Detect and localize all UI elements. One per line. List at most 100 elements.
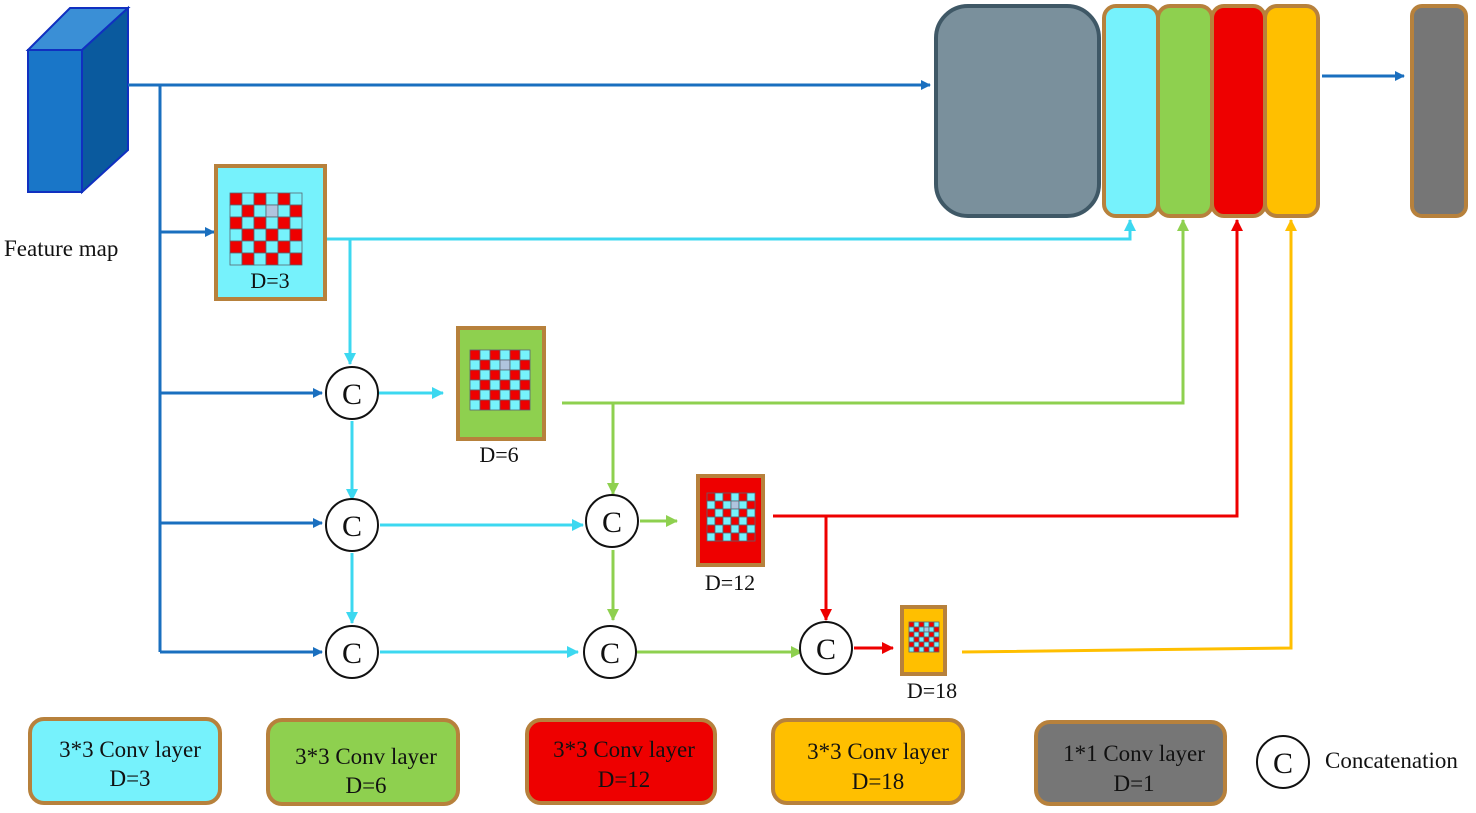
kernel-cell [479, 349, 491, 361]
kernel-cell [229, 216, 243, 230]
kernel-cell [913, 641, 920, 648]
kernel-cell [738, 524, 748, 534]
kernel-cell [289, 252, 303, 266]
cyan-connections [326, 219, 1136, 658]
kernel-cell [241, 252, 255, 266]
output-conv-block [1410, 4, 1468, 218]
kernel-cell [918, 646, 925, 653]
kernel-cell [289, 204, 303, 218]
kernel-cell [489, 399, 501, 411]
kernel-cell [730, 492, 740, 502]
kernel-cell [908, 621, 915, 628]
svg-text:C: C [342, 510, 362, 543]
conv-block-d18 [900, 605, 947, 676]
kernel-cell [908, 631, 915, 638]
kernel-cell [489, 349, 501, 361]
kernel-cell [519, 399, 531, 411]
legend-concat-symbol: C [1256, 735, 1310, 789]
kernel-cell [241, 228, 255, 242]
kernel-cell [923, 626, 930, 633]
kernel-cell [928, 631, 935, 638]
legend-item-d12: 3*3 Conv layer D=12 [525, 718, 717, 805]
kernel-cell [933, 621, 940, 628]
kernel-cell [746, 532, 756, 542]
kernel-cell [933, 641, 940, 648]
svg-text:C: C [600, 637, 620, 670]
kernel-cell [289, 216, 303, 230]
kernel-cell [253, 204, 267, 218]
svg-text:D=6: D=6 [345, 773, 386, 798]
kernel-cell [469, 379, 481, 391]
kernel-cell [738, 532, 748, 542]
kernel-cell [913, 626, 920, 633]
kernel-cell [730, 516, 740, 526]
kernel-cell [714, 524, 724, 534]
kernel-cell [509, 359, 521, 371]
kernel-cell [923, 636, 930, 643]
kernel-cell [229, 192, 243, 206]
kernel-cell [469, 369, 481, 381]
kernel-cell [908, 641, 915, 648]
kernel-cell [928, 646, 935, 653]
svg-text:D=3: D=3 [109, 766, 150, 791]
legend-item-d6: 3*3 Conv layer D=6 [266, 718, 460, 806]
svg-text:C: C [816, 633, 836, 666]
kernel-cell [277, 204, 291, 218]
svg-text:3*3 Conv layer: 3*3 Conv layer [59, 737, 201, 762]
kernel-cell [277, 192, 291, 206]
kernel-cell [265, 228, 279, 242]
kernel-cell [479, 399, 491, 411]
kernel-cell [229, 240, 243, 254]
kernel-cell [509, 399, 521, 411]
concat-slice-d12 [1210, 4, 1267, 218]
svg-text:1*1 Conv layer: 1*1 Conv layer [1063, 741, 1205, 766]
kernel-cell [706, 500, 716, 510]
kernel-cell [923, 631, 930, 638]
feature-map-cube [25, 5, 131, 195]
kernel-cell [241, 216, 255, 230]
kernel-cell [746, 508, 756, 518]
kernel-cell [908, 636, 915, 643]
concat-node: C [583, 625, 637, 679]
kernel-cell [738, 516, 748, 526]
kernel-cell [928, 626, 935, 633]
kernel-cell [722, 532, 732, 542]
kernel-cell [923, 646, 930, 653]
kernel-cell [519, 349, 531, 361]
kernel-cell [746, 524, 756, 534]
kernel-cell [489, 369, 501, 381]
kernel-cell [746, 500, 756, 510]
kernel-cell [730, 532, 740, 542]
kernel-cell [509, 379, 521, 391]
kernel-cell [479, 369, 491, 381]
kernel-cell [499, 369, 511, 381]
concat-node: C [325, 366, 379, 420]
kernel-cell [277, 228, 291, 242]
kernel-cell [918, 621, 925, 628]
red-connections [773, 219, 1243, 654]
kernel-cell [489, 359, 501, 371]
svg-text:3*3 Conv layer: 3*3 Conv layer [553, 737, 695, 762]
kernel-cell [714, 492, 724, 502]
kernel-cell [265, 252, 279, 266]
kernel-cell [913, 636, 920, 643]
kernel-cell [265, 204, 279, 218]
kernel-cell [933, 636, 940, 643]
concat-node: C [325, 498, 379, 552]
kernel-cell [509, 389, 521, 401]
kernel-cell [241, 204, 255, 218]
kernel-cell [933, 626, 940, 633]
kernel-cell [738, 508, 748, 518]
kernel-cell [479, 379, 491, 391]
kernel-cell [722, 500, 732, 510]
kernel-cell [253, 228, 267, 242]
kernel-cell [253, 216, 267, 230]
conv-block-d3: D=3 [214, 164, 327, 301]
kernel-cell [265, 216, 279, 230]
kernel-cell [933, 631, 940, 638]
kernel-cell [722, 516, 732, 526]
kernel-cell [277, 240, 291, 254]
kernel-cell [923, 641, 930, 648]
